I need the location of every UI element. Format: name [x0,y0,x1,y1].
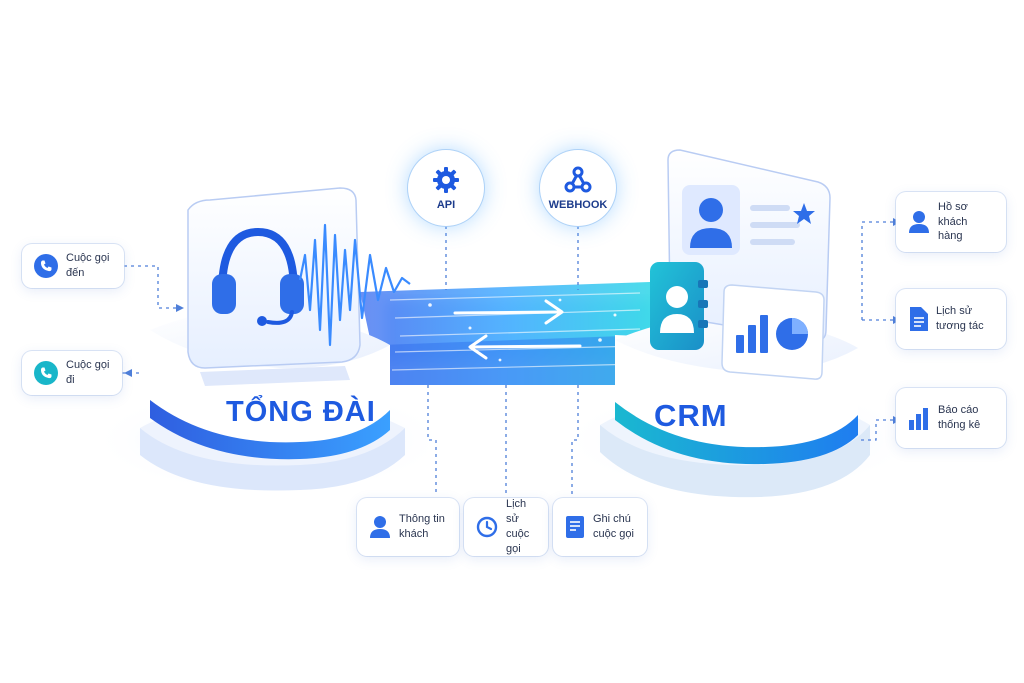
arrow-left-icon [468,334,582,360]
headset-icon [212,227,304,326]
outgoing-call-card[interactable]: Cuộc gọi đi [22,351,122,395]
api-label: API [436,199,456,211]
incoming-call-card[interactable]: Cuộc gọi đến [22,244,124,288]
contact-book-icon [650,262,708,350]
incoming-call-label: Cuộc gọi đến [66,252,110,279]
customer-info-card[interactable]: Thông tin khách [357,498,459,556]
webhook-icon [564,166,592,193]
arrow-right-icon [453,299,564,325]
gear-icon [433,167,459,193]
notes-icon [565,515,585,539]
bar-chart-icon [736,315,768,353]
pie-chart-icon [776,318,808,350]
document-icon [908,307,928,331]
customer-profile-card[interactable]: Hồ sơ khách hàng [896,192,1006,252]
statistics-report-card[interactable]: Báo cáo thống kê [896,388,1006,448]
clock-icon [476,516,498,538]
switchboard-label: TỔNG ĐÀI [226,396,376,428]
bar-chart-icon [908,406,930,430]
call-history-card[interactable]: Lịch sử cuộc gọi [464,498,548,556]
data-beam [360,282,655,385]
phone-icon [34,361,58,385]
webhook-label: WEBHOOK [548,199,608,211]
crm-label: CRM [654,398,728,433]
sound-wave [298,223,411,347]
phone-icon [34,254,58,278]
user-icon [369,515,391,539]
call-notes-label: Ghi chú cuộc gọi [593,513,634,540]
profile-user-icon [690,198,732,248]
crm-chart-card [721,284,825,380]
outgoing-call-label: Cuộc gọi đi [66,359,110,386]
interaction-history-card[interactable]: Lịch sử tương tác [896,289,1006,349]
headset-screen [187,187,361,386]
user-icon [908,210,930,234]
call-history-label: Lịch sử cuộc gọi [506,498,530,555]
interaction-history-label: Lịch sử tương tác [936,305,984,332]
star-icon [793,203,815,224]
customer-info-label: Thông tin khách [399,513,445,540]
customer-profile-label: Hồ sơ khách hàng [938,200,968,243]
statistics-report-label: Báo cáo thống kê [938,404,981,431]
call-notes-card[interactable]: Ghi chú cuộc gọi [553,498,647,556]
webhook-bubble[interactable]: WEBHOOK [540,150,616,226]
api-bubble[interactable]: API [408,150,484,226]
